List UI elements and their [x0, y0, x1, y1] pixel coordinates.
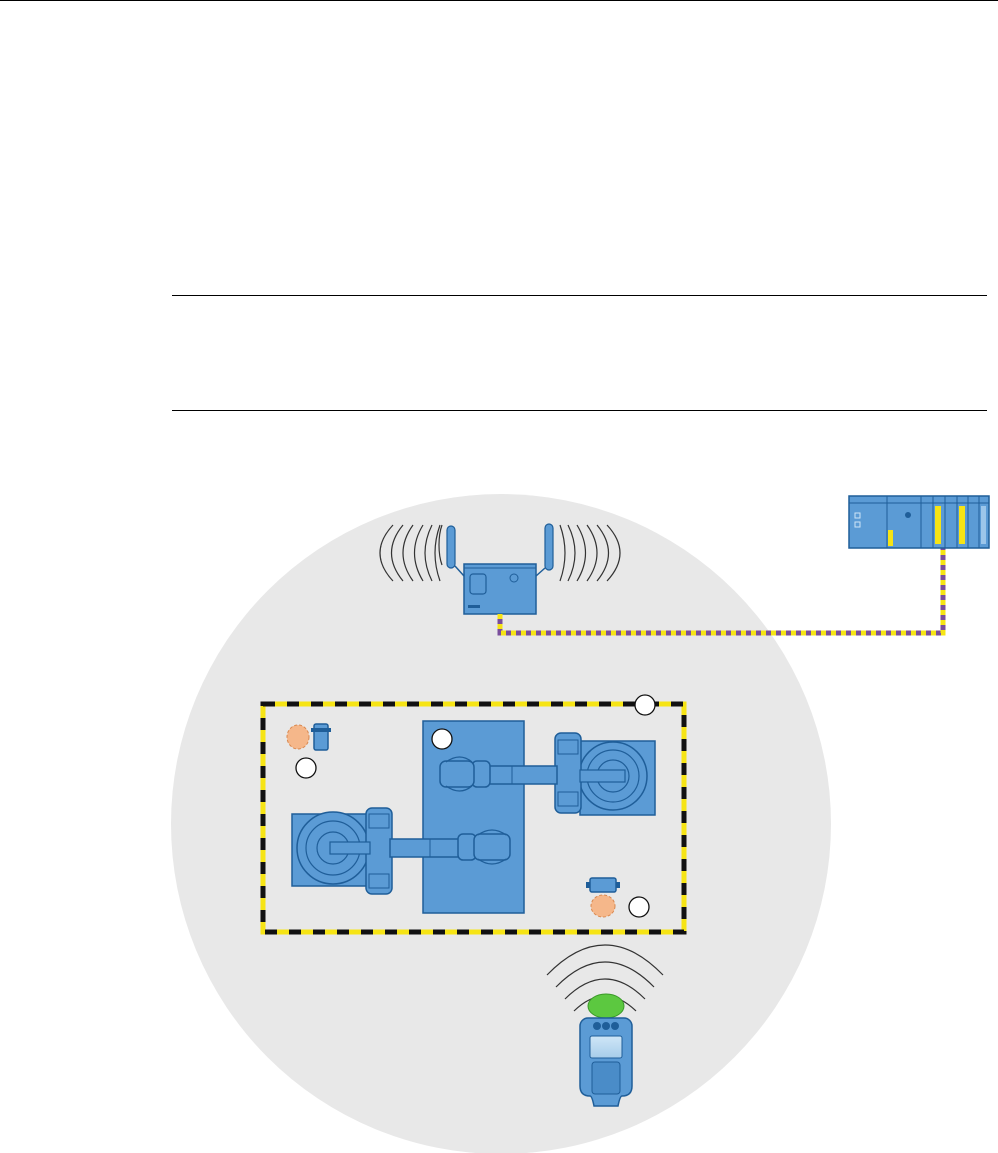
callout-circle	[296, 758, 316, 778]
plc-rack-icon	[849, 496, 989, 548]
callout-circle	[432, 729, 452, 749]
work-table-icon	[423, 721, 524, 913]
callout-circle	[629, 897, 649, 917]
callout-circle	[635, 695, 655, 715]
